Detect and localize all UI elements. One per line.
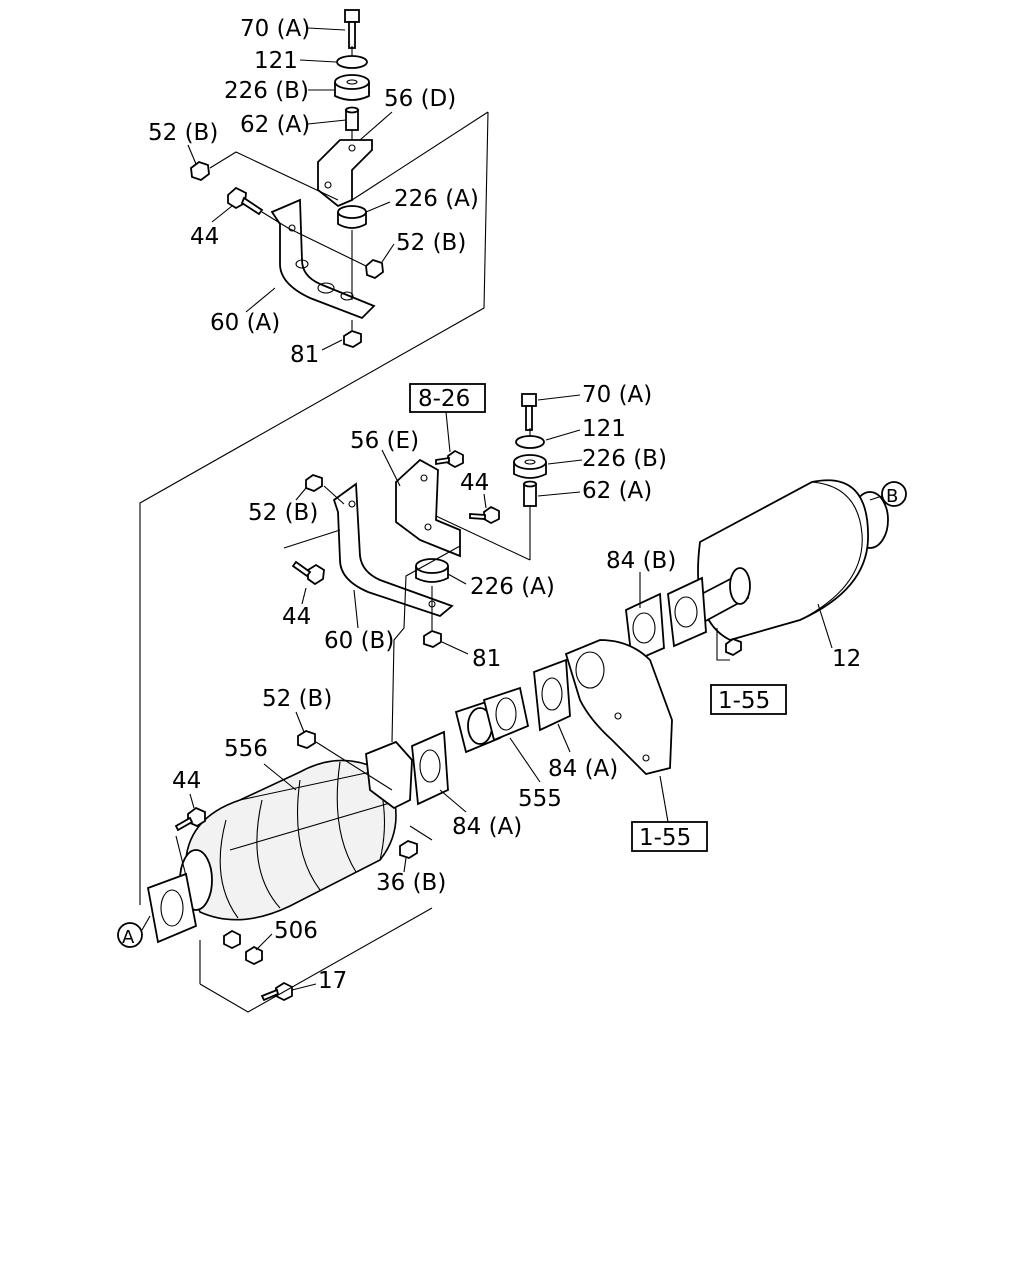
nut-52b-top-right bbox=[365, 258, 384, 280]
label-52b-mid: 52 (B) bbox=[248, 500, 318, 526]
bolt-44-low bbox=[174, 806, 206, 832]
bracket-56d bbox=[317, 139, 373, 208]
label-52b-low: 52 (B) bbox=[262, 686, 332, 712]
bolt-44-mid bbox=[291, 560, 325, 586]
label-36b: 36 (B) bbox=[376, 870, 446, 896]
label-84a-right: 84 (A) bbox=[452, 814, 522, 840]
ref-box-1-55-bottom bbox=[631, 821, 708, 852]
bolt-70a-top bbox=[344, 9, 360, 49]
nut-81-top bbox=[343, 330, 362, 348]
ref-box-8-26 bbox=[409, 383, 486, 413]
label-ref-1-55-top: 1-55 bbox=[718, 688, 770, 714]
middle-mount-assembly: 8-26 bbox=[248, 382, 907, 743]
flex-pipe-555 bbox=[454, 686, 530, 754]
cushion-226a-mid bbox=[415, 558, 449, 583]
exhaust-elbow bbox=[564, 639, 673, 775]
lower-assembly: A bbox=[117, 639, 708, 1013]
bolt-17 bbox=[260, 981, 293, 1002]
cushion-226b-mid bbox=[513, 454, 547, 479]
callout-b-text: B bbox=[886, 486, 898, 507]
bolt-8-26 bbox=[435, 449, 464, 469]
label-226a-mid: 226 (A) bbox=[470, 574, 555, 600]
label-52b-top-right: 52 (B) bbox=[396, 230, 466, 256]
nut-1-55-top bbox=[725, 637, 742, 657]
label-81-top: 81 bbox=[290, 342, 319, 368]
top-mount-assembly: 70 (A) 121 226 (B) 62 (A) 56 (D) 52 (B) … bbox=[139, 9, 489, 905]
callout-a-text: A bbox=[122, 927, 135, 948]
label-70a-mid: 70 (A) bbox=[582, 382, 652, 408]
nut-52b-mid bbox=[305, 474, 323, 492]
label-56e: 56 (E) bbox=[350, 428, 419, 454]
callout-b-circle bbox=[881, 481, 907, 507]
cushion-226b-top bbox=[334, 74, 370, 101]
label-56d: 56 (D) bbox=[384, 86, 456, 112]
label-121-top: 121 bbox=[254, 48, 298, 74]
label-44-top: 44 bbox=[190, 224, 219, 250]
label-44-low: 44 bbox=[172, 768, 201, 794]
inlet-flange bbox=[146, 872, 198, 944]
gasket-84b bbox=[625, 576, 707, 664]
bolt-44-mid-upper bbox=[469, 505, 500, 525]
label-506: 506 bbox=[274, 918, 318, 944]
label-121-mid: 121 bbox=[582, 416, 626, 442]
label-556: 556 bbox=[224, 736, 268, 762]
collar-62a-top bbox=[345, 106, 359, 131]
washer-121-mid bbox=[515, 435, 545, 449]
label-70a-top: 70 (A) bbox=[240, 16, 310, 42]
label-17: 17 bbox=[318, 968, 347, 994]
bolt-70a-mid bbox=[521, 393, 537, 431]
bolt-506 bbox=[223, 929, 263, 966]
label-52b-top-left: 52 (B) bbox=[148, 120, 218, 146]
nut-52b-low bbox=[297, 730, 316, 749]
collar-62a-mid bbox=[523, 480, 537, 507]
nut-36b bbox=[399, 840, 418, 859]
callout-a-circle bbox=[117, 922, 143, 948]
nut-52b-top-left bbox=[190, 160, 210, 182]
label-60b: 60 (B) bbox=[324, 628, 394, 654]
label-62a-mid: 62 (A) bbox=[582, 478, 652, 504]
nut-81-mid bbox=[423, 630, 442, 648]
label-44-mid: 44 bbox=[282, 604, 311, 630]
label-226a-top: 226 (A) bbox=[394, 186, 479, 212]
label-81-mid: 81 bbox=[472, 646, 501, 672]
label-44-mid-upper: 44 bbox=[460, 470, 489, 496]
bracket-56e bbox=[395, 458, 461, 558]
bracket-60a bbox=[270, 198, 376, 320]
label-ref-1-55-bottom: 1-55 bbox=[639, 825, 691, 851]
washer-121-top bbox=[336, 55, 368, 69]
gasket-84a-right bbox=[411, 730, 449, 806]
label-84a-left: 84 (A) bbox=[548, 756, 618, 782]
label-60a: 60 (A) bbox=[210, 310, 280, 336]
label-555: 555 bbox=[518, 786, 562, 812]
ref-box-1-55-top bbox=[710, 684, 787, 715]
label-226b-mid: 226 (B) bbox=[582, 446, 667, 472]
label-ref-8-26: 8-26 bbox=[418, 386, 470, 412]
bracket-60b bbox=[332, 482, 454, 618]
gasket-84a-left bbox=[533, 658, 571, 732]
label-226b-top: 226 (B) bbox=[224, 78, 309, 104]
cushion-226a-top bbox=[337, 205, 367, 229]
label-84b: 84 (B) bbox=[606, 548, 676, 574]
label-62a-top: 62 (A) bbox=[240, 112, 310, 138]
muffler-12 bbox=[688, 479, 889, 641]
label-12: 12 bbox=[832, 646, 861, 672]
bolt-44-top bbox=[227, 186, 264, 216]
